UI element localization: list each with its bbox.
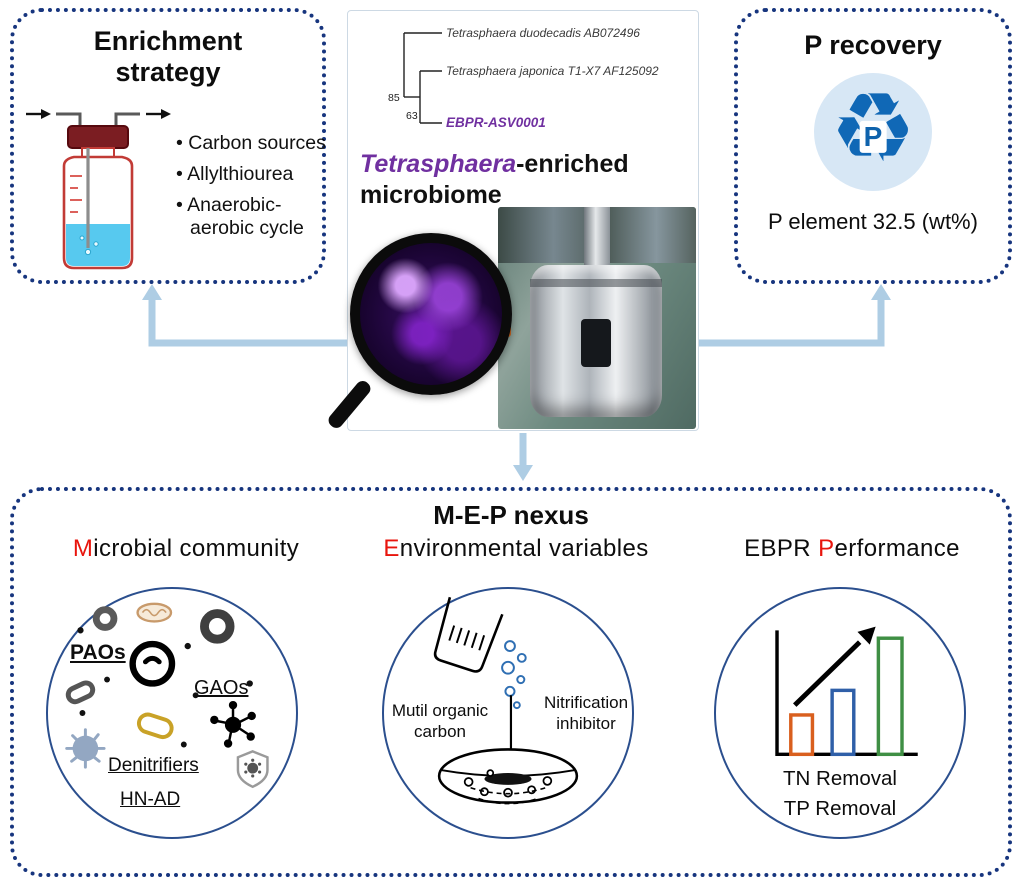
gas-washing-bottle-illustration xyxy=(22,98,174,280)
shield-virus-icon xyxy=(236,750,269,789)
inlet-arrow-icon xyxy=(26,109,51,119)
environmental-variables-heading: Environmental variables xyxy=(342,535,690,563)
caption-line-1: Tetrasphaera-enriched xyxy=(360,149,629,180)
donut-microbe-icon xyxy=(92,606,118,631)
tn-removal-label: TN Removal xyxy=(783,767,897,790)
p-content-value: P element 32.5 (wt%) xyxy=(768,209,978,235)
arrowhead-down xyxy=(513,465,533,481)
multi-organic-carbon-label: Mutil organic carbon xyxy=(391,701,489,741)
cell-dots xyxy=(77,627,253,748)
microbiome-caption: Tetrasphaera-enriched microbiome xyxy=(360,149,629,210)
ebpr-performance-circle: TN Removal TP Removal xyxy=(714,587,966,839)
magnifier-handle xyxy=(325,378,374,431)
microbial-community-circle: PAOs GAOs Denitrifiers HN-AD xyxy=(46,587,298,839)
bullet-carbon-sources: Carbon sources xyxy=(174,132,326,156)
phosphorus-letter: P xyxy=(859,120,887,153)
bullet-allylthiourea: Allylthiourea xyxy=(174,163,326,187)
paos-label: PAOs xyxy=(70,641,126,664)
hn-ad-label: HN-AD xyxy=(120,789,181,810)
heading-rest-microbial: icrobial community xyxy=(93,535,300,562)
heading-initial-m: M xyxy=(72,535,94,562)
heading-initial-p: P xyxy=(818,535,835,562)
blue-bar xyxy=(830,688,856,757)
genus-name: Tetrasphaera xyxy=(360,150,517,178)
taxon-ebpr-asv0001: EBPR-ASV0001 xyxy=(446,115,546,130)
microbiome-panel: Tetrasphaera duodecadis AB072496 Tetrasp… xyxy=(325,10,700,432)
magnifier-micrograph xyxy=(325,233,526,431)
growth-arrowhead xyxy=(857,626,876,645)
bubbles xyxy=(79,235,99,256)
heading-rest-environmental: nvironmental variables xyxy=(399,535,649,562)
orange-bar xyxy=(789,713,815,757)
gaos-label: GAOs xyxy=(194,677,249,699)
heading-rest-performance: erformance xyxy=(834,535,960,562)
enrichment-bullet-list: Carbon sources Allylthiourea Anaerobic-a… xyxy=(174,132,326,248)
vessel-window xyxy=(581,319,611,367)
p-recovery-panel: P recovery ♻ P P element 32.5 (wt%) xyxy=(734,8,1012,284)
dish-icon xyxy=(437,748,579,805)
dosing-bubbles xyxy=(501,640,527,710)
enrichment-title: Enrichment strategy xyxy=(93,26,243,88)
nitrification-inhibitor-label: Nitrification inhibitor xyxy=(543,693,629,733)
chart-axes xyxy=(775,630,918,757)
environmental-variables-circle: Mutil organic carbon Nitrification inhib… xyxy=(382,587,634,839)
mep-nexus-panel: M-E-P nexus Microbial community Environm… xyxy=(10,487,1012,877)
heading-initial-e: E xyxy=(383,535,400,562)
p-recycle-badge: ♻ P xyxy=(814,73,932,192)
growth-arrow xyxy=(793,640,862,707)
microbial-community-heading: Microbial community xyxy=(30,535,342,563)
reactor-stem xyxy=(584,207,610,269)
yellow-bean-microbe-icon xyxy=(136,712,174,740)
ebpr-performance-heading: EBPR Performance xyxy=(700,535,1004,563)
heading-pre-ebpr: EBPR xyxy=(744,535,819,562)
microbe-icons xyxy=(65,602,269,789)
large-donut-microbe-icon xyxy=(200,609,235,644)
taxon-duodecadis: Tetrasphaera duodecadis AB072496 xyxy=(446,26,640,40)
nexus-title: M-E-P nexus xyxy=(433,500,589,530)
enrichment-strategy-panel: Enrichment strategy xyxy=(10,8,326,284)
stalked-microbe-icon xyxy=(210,700,256,748)
gray-bean-microbe-icon xyxy=(65,680,96,705)
taxon-japonica: Tetrasphaera japonica T1-X7 AF125092 xyxy=(446,64,659,78)
fluorescence-micrograph-lens xyxy=(350,233,512,395)
arrow-to-precovery xyxy=(699,298,885,347)
bottle-cap xyxy=(67,125,129,149)
vessel-clamp xyxy=(530,279,662,287)
arrowhead-up-left xyxy=(142,284,162,300)
gas-bottle-icon xyxy=(26,109,171,270)
tp-removal-label: TP Removal xyxy=(783,797,897,820)
phylogenetic-tree: Tetrasphaera duodecadis AB072496 Tetrasp… xyxy=(388,26,659,130)
arrow-to-enrichment xyxy=(148,298,347,347)
bootstrap-63: 63 xyxy=(406,110,418,122)
green-bar xyxy=(876,636,904,757)
bottle-tubes xyxy=(56,112,140,128)
p-recovery-title: P recovery xyxy=(804,30,942,60)
photo-area xyxy=(325,207,700,432)
outlet-arrow-icon xyxy=(146,109,171,119)
denitrifiers-label: Denitrifiers xyxy=(108,755,199,776)
dosing-illustration xyxy=(433,596,579,805)
caption-suffix: -enriched xyxy=(516,150,629,178)
graduation-marks xyxy=(70,175,82,213)
bullet-anaerobic-aerobic-cycle: Anaerobic-aerobic cycle xyxy=(174,194,326,242)
bootstrap-85: 85 xyxy=(388,92,400,104)
foil-wrapped-vessel xyxy=(530,265,662,417)
arrowhead-up-right xyxy=(871,284,891,300)
beaker-icon xyxy=(433,596,504,673)
performance-chart-icon xyxy=(775,626,918,757)
caption-line-2: microbiome xyxy=(360,180,502,209)
mitochondria-icon xyxy=(136,602,173,623)
black-ring-microbe-icon xyxy=(129,640,176,687)
spiky-bacterium-icon xyxy=(65,728,106,769)
bioreactor-photo xyxy=(498,207,696,429)
tree-branches xyxy=(403,32,442,124)
